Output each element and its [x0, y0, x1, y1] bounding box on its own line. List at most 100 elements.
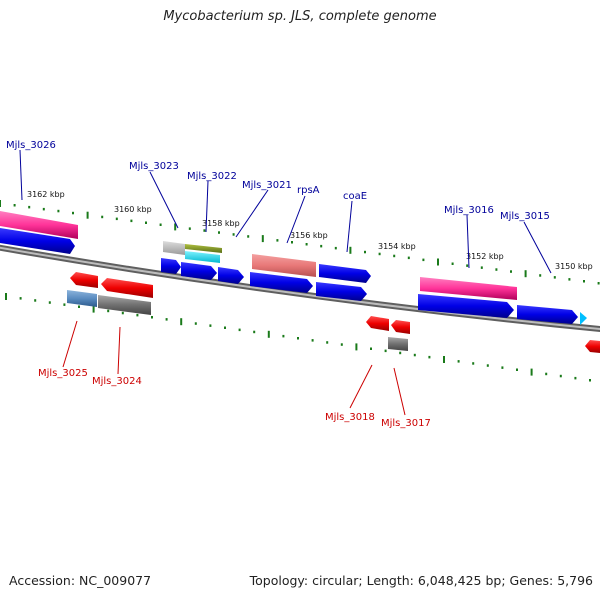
minor-tick-mark — [101, 215, 104, 219]
minor-tick-mark — [19, 297, 22, 300]
minor-tick-mark — [151, 316, 153, 319]
trna-feature[interactable] — [70, 272, 98, 288]
minor-tick-mark — [451, 262, 454, 265]
minor-tick-mark — [393, 254, 396, 258]
minor-tick-mark — [568, 278, 571, 281]
leader-line — [286, 195, 306, 244]
gene-label[interactable]: Mjls_3016 — [444, 205, 494, 216]
gene-label[interactable]: coaE — [343, 191, 367, 202]
cds-feature[interactable] — [517, 305, 578, 324]
leader-line — [149, 171, 179, 229]
minor-tick-mark — [194, 322, 197, 325]
gene-label[interactable]: Mjls_3026 — [6, 140, 56, 151]
major-tick-mark — [92, 305, 95, 313]
minor-tick-mark — [583, 280, 585, 283]
gene-label[interactable]: Mjls_3024 — [92, 376, 142, 387]
reverse-features — [67, 272, 600, 353]
major-tick-mark — [86, 211, 89, 219]
gene-label[interactable]: Mjls_3015 — [500, 211, 550, 222]
minor-tick-mark — [378, 252, 381, 256]
gene-label[interactable]: Mjls_3018 — [325, 412, 375, 423]
cds-feature-small[interactable] — [580, 312, 587, 325]
cds-feature[interactable] — [218, 267, 244, 284]
minor-tick-mark — [413, 353, 416, 357]
cds-feature[interactable] — [250, 272, 313, 293]
minor-tick-mark — [559, 374, 562, 378]
kbp-label: 3160 kbp — [114, 205, 152, 214]
forward-gene-labels: Mjls_3026 Mjls_3023 Mjls_3022 Mjls_3021 … — [6, 140, 550, 222]
minor-tick-mark — [28, 205, 31, 209]
gene-label[interactable]: Mjls_3022 — [187, 171, 237, 182]
kbp-label: 3162 kbp — [27, 190, 65, 199]
minor-tick-mark — [545, 372, 548, 376]
minor-tick-mark — [320, 244, 323, 248]
gene-feature-pink[interactable] — [420, 277, 517, 300]
trna-feature[interactable] — [101, 278, 153, 298]
major-tick-mark — [261, 235, 264, 243]
cds-feature[interactable] — [418, 294, 514, 318]
minor-tick-mark — [297, 337, 299, 340]
minor-tick-mark — [121, 311, 124, 315]
trna-feature[interactable] — [366, 316, 389, 331]
minor-tick-mark — [130, 219, 133, 223]
leader-line — [117, 326, 121, 375]
leader-line — [393, 367, 406, 416]
minor-tick-mark — [480, 266, 483, 269]
minor-tick-mark — [305, 243, 308, 246]
gene-label[interactable]: Mjls_3021 — [242, 180, 292, 191]
minor-tick-mark — [597, 282, 600, 285]
leader-line — [466, 214, 470, 269]
minor-tick-mark — [247, 235, 250, 238]
gene-feature-gray[interactable] — [98, 295, 151, 315]
trna-feature[interactable] — [585, 340, 600, 353]
minor-tick-mark — [370, 347, 372, 350]
minor-tick-mark — [466, 264, 469, 267]
minor-tick-mark — [428, 355, 431, 359]
gene-label[interactable]: Mjls_3017 — [381, 418, 431, 429]
major-tick-mark — [349, 246, 352, 254]
gene-feature-cyan[interactable] — [185, 251, 220, 263]
cds-feature[interactable] — [319, 264, 371, 283]
minor-tick-mark — [516, 368, 518, 371]
gene-feature-lightgray[interactable] — [163, 241, 185, 255]
minor-tick-mark — [334, 246, 337, 250]
gene-feature-gray[interactable] — [388, 337, 408, 351]
major-tick-mark — [174, 223, 177, 231]
cds-feature[interactable] — [161, 258, 181, 274]
minor-tick-mark — [218, 231, 220, 234]
minor-tick-mark — [384, 349, 387, 353]
minor-tick-mark — [48, 301, 51, 304]
minor-tick-mark — [472, 362, 475, 365]
minor-tick-mark — [311, 339, 314, 342]
major-tick-mark — [0, 200, 1, 207]
minor-tick-mark — [159, 223, 162, 226]
major-tick-mark — [180, 318, 183, 326]
gene-feature-pink[interactable] — [0, 211, 78, 239]
cds-feature[interactable] — [181, 262, 217, 280]
gene-label[interactable]: Mjls_3023 — [129, 161, 179, 172]
gene-label[interactable]: Mjls_3025 — [38, 368, 88, 379]
gene-label[interactable]: rpsA — [297, 185, 320, 196]
gene-feature-steel[interactable] — [67, 290, 97, 307]
gene-feature-salmon[interactable] — [252, 254, 316, 277]
minor-tick-mark — [539, 274, 542, 277]
cds-feature[interactable] — [0, 228, 75, 254]
minor-tick-mark — [188, 227, 191, 230]
leader-line — [19, 149, 23, 201]
minor-tick-mark — [63, 303, 66, 306]
minor-tick-mark — [136, 313, 139, 317]
major-tick-mark — [524, 270, 527, 278]
minor-tick-mark — [553, 276, 556, 279]
minor-tick-mark — [209, 324, 212, 327]
gene-feature-olive[interactable] — [185, 244, 222, 253]
minor-tick-mark — [78, 305, 80, 308]
minor-tick-mark — [486, 364, 489, 367]
kbp-label: 3152 kbp — [466, 252, 504, 261]
leader-line — [523, 221, 552, 274]
cds-feature[interactable] — [316, 282, 367, 301]
accession-text: Accession: NC_009077 — [9, 573, 152, 588]
minor-tick-mark — [224, 326, 226, 329]
leader-line — [205, 180, 209, 233]
trna-feature[interactable] — [391, 320, 410, 334]
